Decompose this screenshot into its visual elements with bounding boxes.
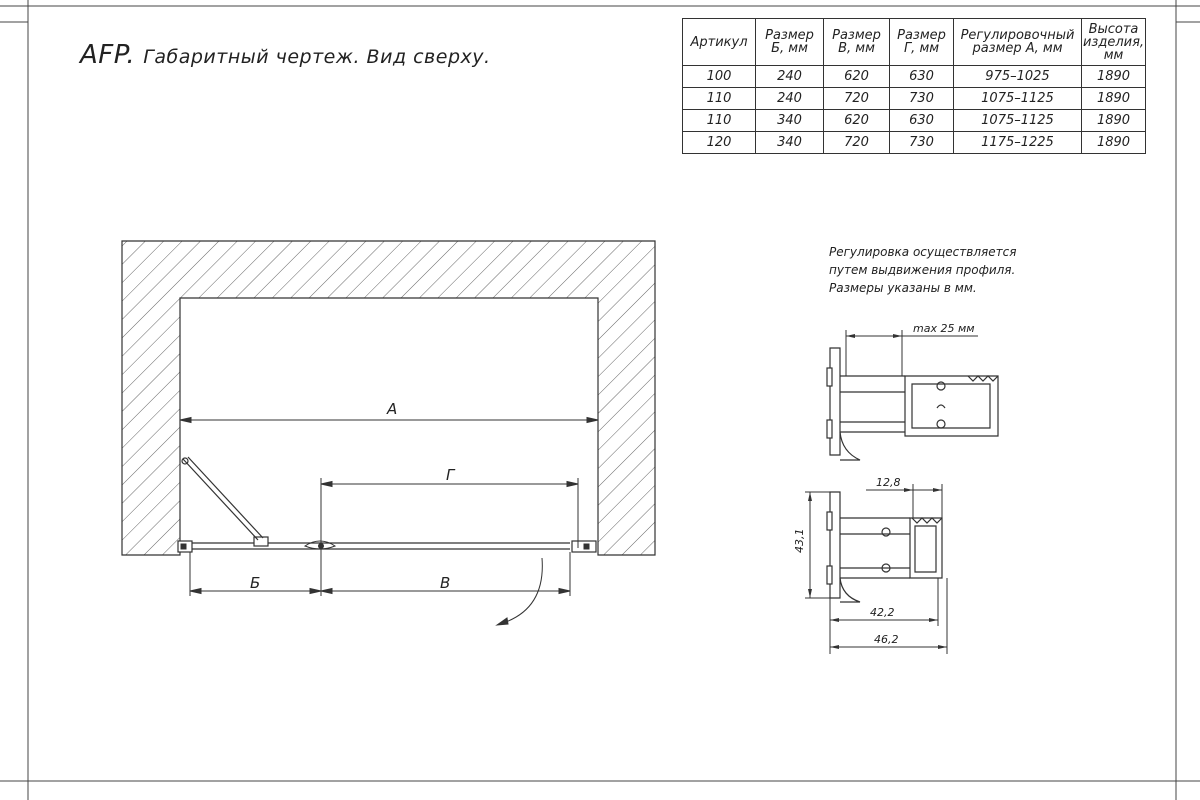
table-cell: 1075–1125 [953,87,1082,110]
adjustment-note: Регулировка осуществляется путем выдвиже… [829,243,1016,297]
dimension-a [179,416,599,424]
profile-max-label: max 25 мм [913,322,975,335]
dim-label-g: Г [446,466,456,484]
table-cell: 1890 [1081,87,1146,110]
table-cell: 630 [889,109,954,132]
header-text: Размер [897,28,946,43]
table-cell: 1075–1125 [953,109,1082,132]
header-text: мм [1103,47,1124,63]
note-line: путем выдвижения профиля. [829,263,1016,277]
profile-detail-1 [826,330,999,461]
table-cell: 110 [682,109,756,132]
dim-width-inner: 42,2 [870,606,895,619]
table-cell: 240 [755,65,824,88]
drawing-title: AFP. Габаритный чертеж. Вид сверху. [80,40,491,70]
table-cell: 1175–1225 [953,131,1082,154]
header-text: В, мм [838,41,875,56]
table-cell: 720 [823,131,890,154]
table-cell: 630 [889,65,954,88]
header-text: Высота [1088,21,1139,37]
table-cell: 620 [823,109,890,132]
glass-panel [177,536,597,553]
dim-label-a: А [386,400,397,418]
table-cell: 620 [823,65,890,88]
table-cell: 240 [755,87,824,110]
header-text: изделия, [1082,34,1145,50]
dim-label-v: В [440,574,450,592]
header-cell-0: Артикул [682,18,756,66]
plan-view: А Г Б В [121,240,656,626]
dim-width-top: 12,8 [876,476,901,489]
title-text: Габаритный чертеж. Вид сверху. [143,46,491,68]
dim-label-b: Б [250,574,260,592]
dimension-b-v [189,552,571,596]
header-text: Г, мм [903,41,940,56]
dim-height: 43,1 [793,529,806,554]
note-line: Размеры указаны в мм. [829,281,977,295]
header-text: размер А, мм [972,41,1063,56]
table-cell: 120 [682,131,756,154]
door-swing-arc [495,557,543,626]
note-line: Регулировка осуществляется [829,245,1017,259]
header-text: Регулировочный [960,28,1075,43]
table-cell: 730 [889,87,954,110]
table-cell: 1890 [1081,65,1146,88]
stabilizer-bar [181,456,264,541]
table-cell: 730 [889,131,954,154]
profile-detail-2 [805,484,948,654]
table-cell: 100 [682,65,756,88]
header-text: Размер [765,28,814,43]
wall-hatch [121,240,656,556]
dimension-g [320,478,579,596]
dim-width-outer: 46,2 [874,633,899,646]
title-prefix: AFP. [80,40,136,70]
table-cell: 340 [755,109,824,132]
table-cell: 340 [755,131,824,154]
header-text: Б, мм [771,41,808,56]
table-cell: 1890 [1081,131,1146,154]
table-cell: 110 [682,87,756,110]
table-cell: 1890 [1081,109,1146,132]
header-text: Размер [832,28,881,43]
table-cell: 720 [823,87,890,110]
table-cell: 975–1025 [953,65,1082,88]
header-text: Артикул [690,34,748,50]
